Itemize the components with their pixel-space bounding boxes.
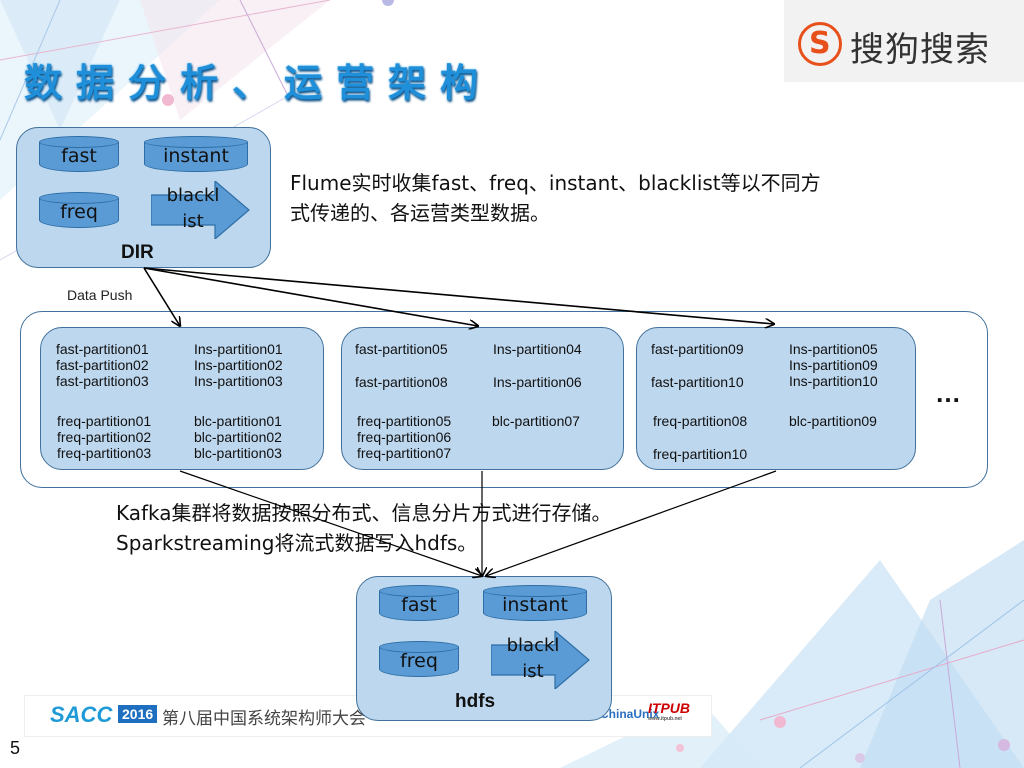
kafka-description: Kafka集群将数据按照分布式、信息分片方式进行存储。 Sparkstreami… — [116, 501, 612, 555]
data-push-label: Data Push — [67, 287, 133, 303]
sogou-logo-text: 搜狗搜索 — [850, 30, 990, 70]
dir-box: fast instant freq blackl ist DIR — [16, 127, 271, 268]
sacc-logo: SACC — [50, 702, 113, 727]
page-number: 5 — [10, 738, 21, 758]
freq-cylinder: freq — [379, 641, 459, 681]
cylinder-label: instant — [502, 594, 568, 616]
cylinder-label: fast — [61, 145, 97, 167]
cylinder-label: instant — [163, 145, 229, 167]
fast-cylinder: fast — [39, 136, 119, 176]
partition-item: blc-partition09 — [789, 413, 877, 429]
blacklist-arrow-icon — [491, 631, 590, 689]
partition-item: fast-partition08 — [355, 374, 448, 390]
partition-item: fast-partition10 — [651, 374, 744, 390]
stream-arrow-node-3 — [486, 470, 777, 576]
dir-label: DIR — [121, 242, 154, 263]
push-arrow-node-1 — [143, 267, 180, 326]
conference-name: 第八届中国系统架构师大会 — [162, 709, 366, 729]
blacklist-arrow-icon — [151, 181, 250, 239]
instant-cylinder: instant — [483, 585, 587, 625]
partition-item: fast-partition09 — [651, 341, 744, 357]
freq-cylinder: freq — [39, 192, 119, 232]
push-arrow-node-3 — [143, 267, 774, 324]
partition-item: freq-partition10 — [653, 446, 748, 462]
hdfs-box: fast instant freq blackl ist hdfs — [356, 576, 612, 721]
slide-title: 数据分析、运营架构 — [24, 60, 493, 105]
chinaunix-logo: ChinaUnix — [600, 707, 660, 721]
blacklist-label: blackl ist — [166, 185, 220, 232]
partition-item: blc-partition07 — [492, 413, 580, 429]
flume-description: Flume实时收集fast、freq、instant、blacklist等以不同… — [290, 171, 821, 225]
cylinder-label: freq — [400, 650, 438, 672]
hdfs-label: hdfs — [455, 691, 496, 712]
stream-arrow-node-1 — [179, 470, 482, 576]
partition-item: Ins-partition04 — [493, 341, 582, 357]
kafka-node-1 — [40, 327, 324, 470]
blacklist-label: blackl ist — [506, 635, 560, 682]
kafka-node-3 — [636, 327, 916, 470]
cylinder-label: freq — [60, 201, 98, 223]
partition-item: fast-partition05 — [355, 341, 448, 357]
partition-item: freq-partition08 — [653, 413, 748, 429]
fast-cylinder: fast — [379, 585, 459, 625]
kafka-node-2 — [341, 327, 624, 470]
more-nodes-indicator: … — [935, 378, 963, 408]
cylinder-label: fast — [401, 594, 437, 616]
push-arrow-node-2 — [143, 267, 478, 326]
instant-cylinder: instant — [144, 136, 248, 176]
year-badge: 2016 — [118, 705, 158, 723]
partition-item: Ins-partition06 — [493, 374, 582, 390]
sogou-s-icon: S — [798, 22, 842, 66]
